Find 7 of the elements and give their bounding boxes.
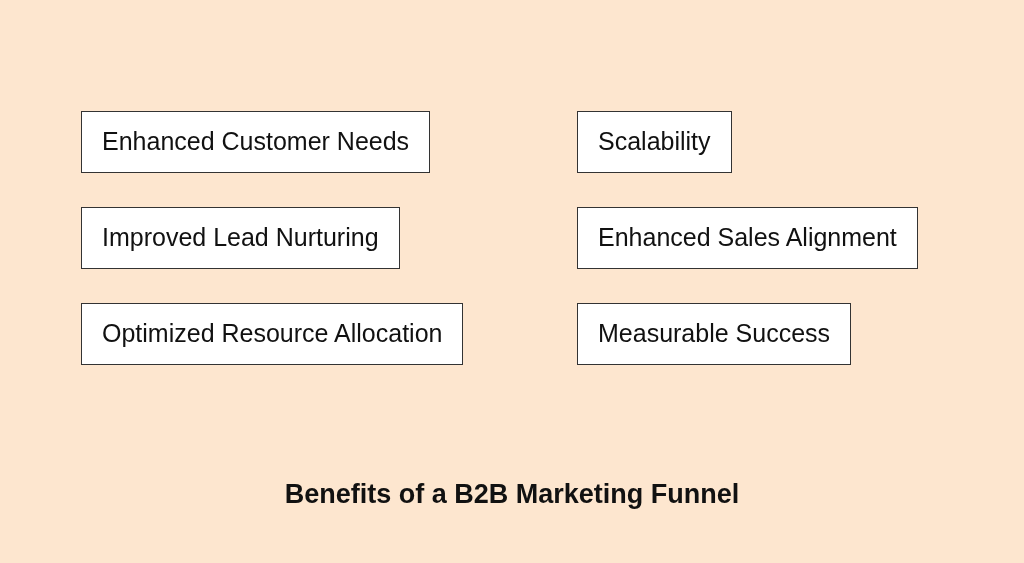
benefit-box: Scalability bbox=[577, 111, 732, 173]
benefit-box: Enhanced Customer Needs bbox=[81, 111, 431, 173]
benefit-box: Enhanced Sales Alignment bbox=[577, 207, 918, 269]
diagram-title: Benefits of a B2B Marketing Funnel bbox=[284, 478, 740, 511]
benefit-box: Optimized Resource Allocation bbox=[81, 303, 464, 365]
benefit-box: Measurable Success bbox=[577, 303, 852, 365]
benefit-box: Improved Lead Nurturing bbox=[81, 207, 400, 269]
